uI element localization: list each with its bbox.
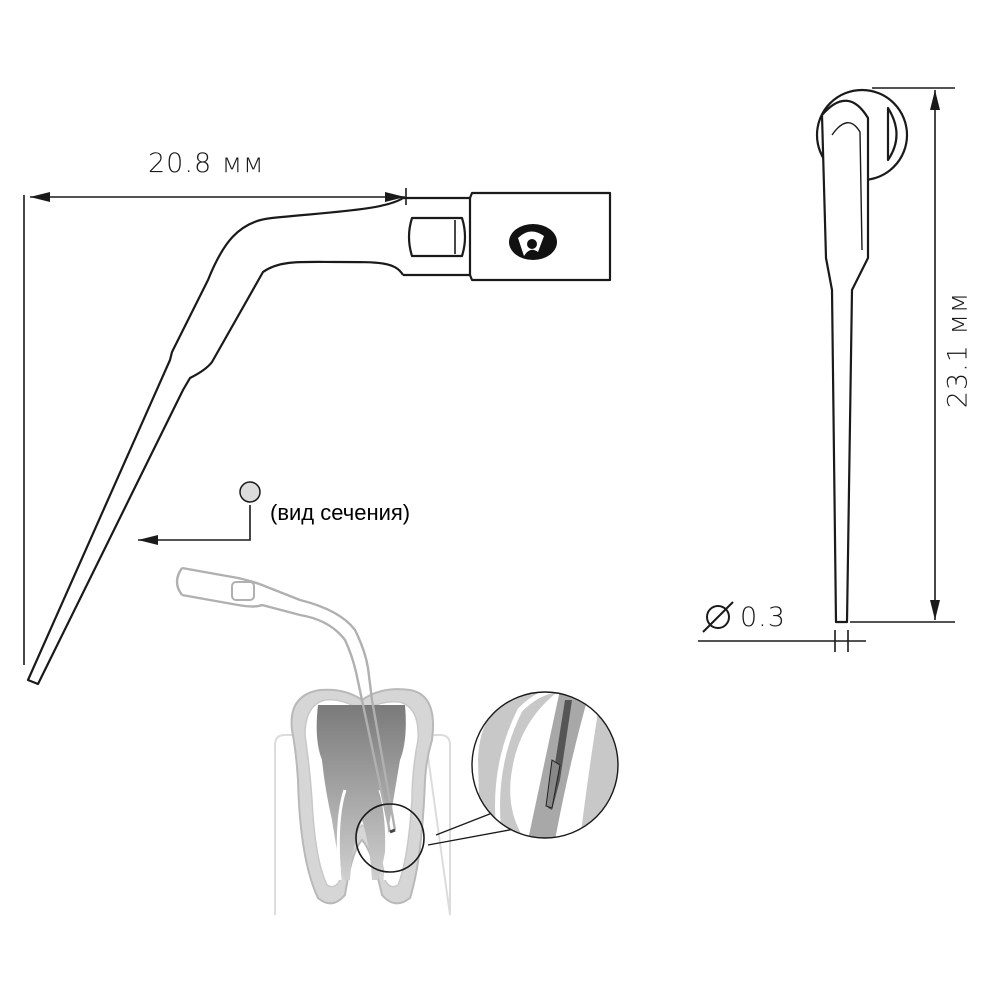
tip-diameter-label: 0.3 <box>740 602 786 633</box>
width-dimension-label: 20.8 мм <box>148 148 265 179</box>
tip-front-view <box>815 88 909 624</box>
tip-connector <box>403 191 612 282</box>
zoom-callout <box>355 691 619 873</box>
shank-outline <box>26 197 404 686</box>
section-callout <box>138 481 261 545</box>
cross-section-label: (вид сечения) <box>270 500 411 525</box>
height-dimension-label: 23.1 мм <box>942 291 974 409</box>
tip-side-view <box>26 191 612 686</box>
diameter-symbol-icon <box>706 605 730 629</box>
section-dot-icon <box>239 481 261 503</box>
diameter-dimension <box>698 601 866 652</box>
height-dimension <box>850 87 955 623</box>
connector-window <box>407 216 467 258</box>
brand-logo-icon <box>509 224 557 260</box>
tooth-illustration <box>175 566 451 916</box>
width-dimension <box>23 188 407 665</box>
